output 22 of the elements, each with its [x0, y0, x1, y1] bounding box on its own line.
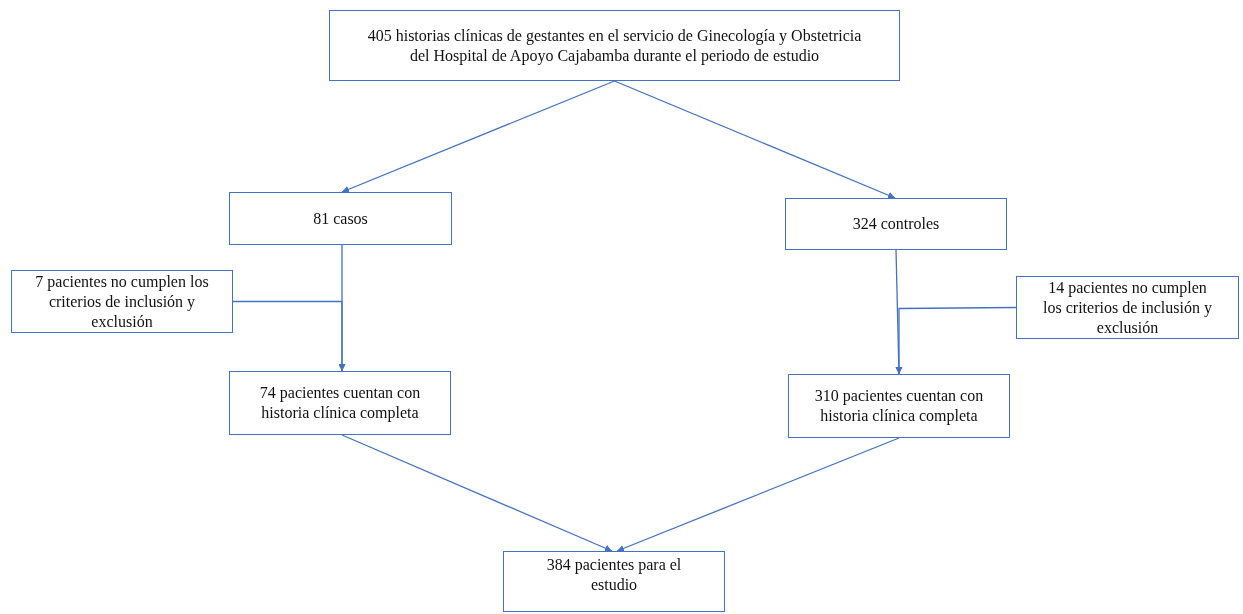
- process-box: [329, 10, 900, 81]
- process-box: [503, 551, 725, 612]
- arrow: [341, 434, 613, 552]
- arrow: [616, 437, 900, 552]
- process-box: [229, 371, 451, 435]
- box-text: 14 pacientes no cumplen los criterios de inclusión y exclusión: [1042, 277, 1213, 338]
- box-text: 74 pacientes cuentan con historia clínica completa: [258, 383, 422, 423]
- process-box: [1016, 276, 1239, 339]
- box-text: 310 pacientes cuentan con historia clínica completa: [813, 386, 985, 426]
- box-text: 405 historias clínicas de gestantes en el servicio de Ginecología y Obstetricia del Hospital de Apoyo Cajabamba durante el periodo de estudio: [366, 25, 863, 66]
- process-box: [785, 198, 1007, 250]
- box-text: 7 pacientes no cumplen los criterios de inclusión y exclusión: [34, 271, 210, 332]
- box-text: 81 casos: [313, 208, 368, 229]
- arrow: [613, 80, 896, 199]
- arrow: [341, 80, 616, 193]
- arrow: [232, 300, 346, 372]
- box-text: 324 controles: [852, 214, 940, 234]
- process-box: [229, 192, 452, 245]
- arrow: [895, 306, 1017, 375]
- box-text: 384 pacientes para el estudio: [546, 554, 682, 595]
- process-box: [788, 374, 1010, 438]
- process-box: [11, 270, 233, 333]
